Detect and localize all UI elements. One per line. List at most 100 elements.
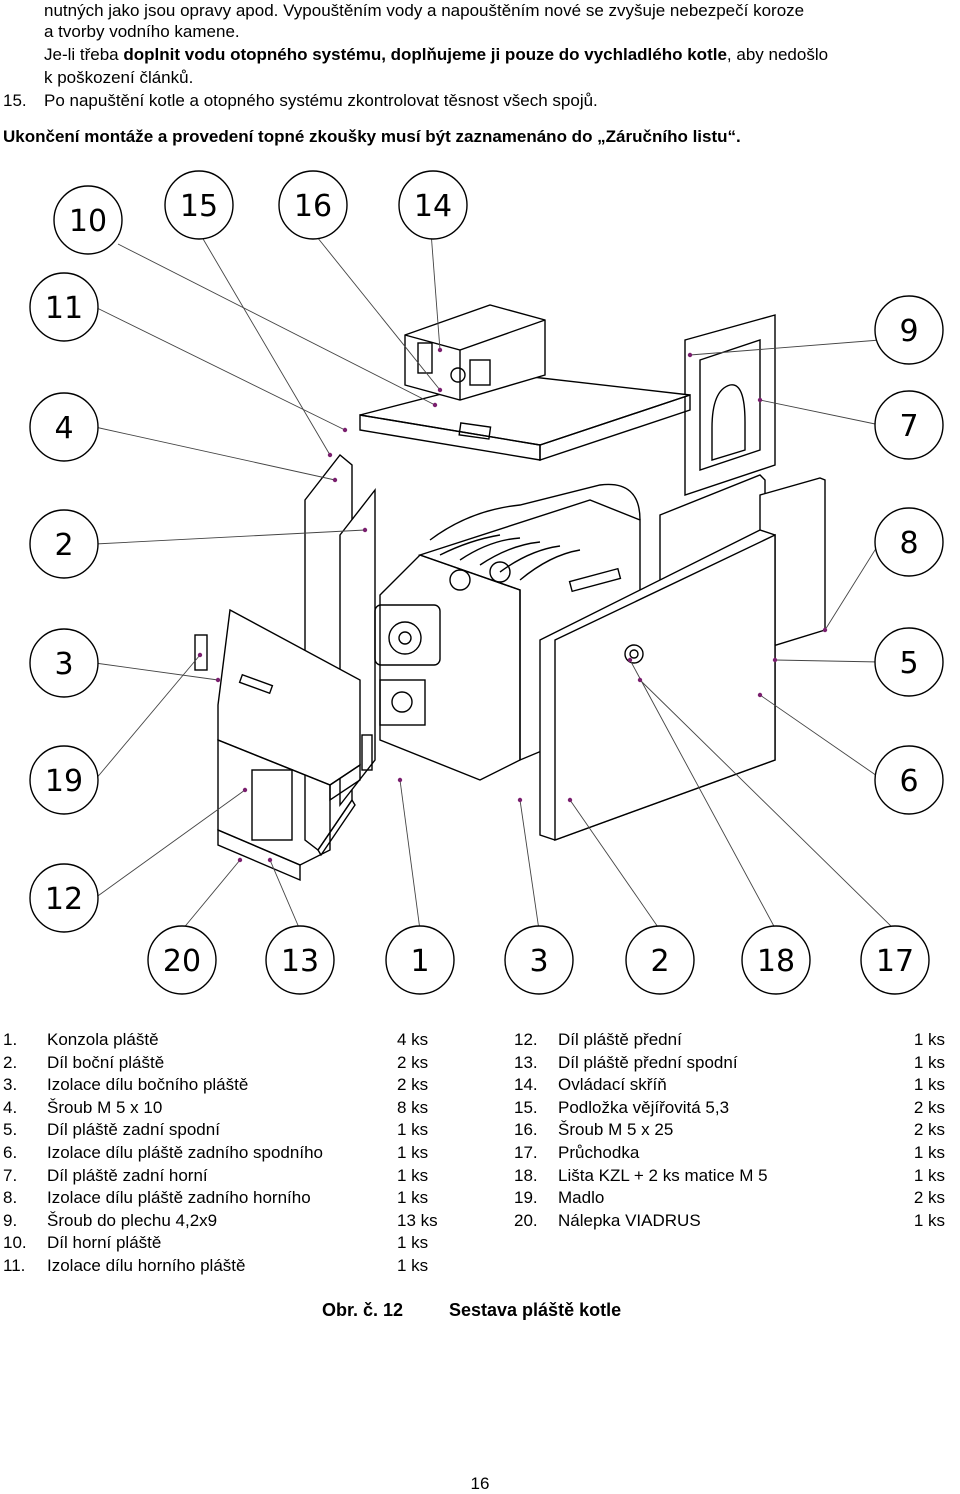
part-name: Nálepka VIADRUS [558, 1210, 701, 1230]
svg-text:2: 2 [650, 944, 669, 979]
part-quantity: 8 ks [397, 1097, 429, 1117]
callout-9: 9 [874, 295, 944, 365]
callout-17: 17 [860, 925, 930, 995]
part-name: Izolace dílu pláště zadního spodního [47, 1142, 323, 1162]
part-quantity: 1 ks [913, 1210, 945, 1230]
part-quantity: 2 ks [397, 1075, 429, 1095]
part-name: Díl boční pláště [47, 1052, 165, 1072]
part-name: Díl pláště zadní spodní [47, 1120, 220, 1140]
part-number: 11. [3, 1255, 26, 1275]
callout-13: 13 [265, 925, 335, 995]
part-name: Díl pláště přední [558, 1030, 682, 1049]
part-name: Šroub do plechu 4,2x9 [47, 1210, 218, 1230]
part-name: Šroub M 5 x 10 [47, 1097, 163, 1117]
paragraph-line: Je-li třeba doplnit vodu otopného systém… [44, 44, 828, 65]
parts-list-item: 6. Izolace dílu pláště zadního spodního 1 … [3, 1142, 453, 1165]
part-number: 5. [3, 1120, 18, 1140]
callout-18: 18 [741, 925, 811, 995]
svg-text:2: 2 [54, 528, 73, 563]
part-quantity: 1 ks [913, 1165, 945, 1185]
svg-text:3: 3 [54, 647, 73, 682]
svg-text:1: 1 [410, 944, 429, 979]
part-name: Lišta KZL + 2 ks matice M 5 [558, 1165, 768, 1185]
svg-text:11: 11 [45, 291, 83, 326]
svg-text:12: 12 [45, 882, 83, 917]
paragraph-text: Je-li třeba [44, 45, 124, 64]
callout-16: 16 [278, 170, 348, 240]
part-name: Izolace dílu bočního pláště [47, 1075, 249, 1095]
callout-4: 4 [29, 392, 99, 462]
part-name: Madlo [558, 1188, 605, 1208]
svg-text:20: 20 [163, 944, 201, 979]
part-name: Ovládací skříň [558, 1075, 667, 1095]
part-number: 7. [3, 1165, 18, 1185]
part-quantity: 1 ks [913, 1030, 945, 1049]
part-quantity: 1 ks [397, 1142, 429, 1162]
part-name: Podložka vějířovitá 5,3 [558, 1097, 730, 1117]
part-number: 8. [3, 1188, 18, 1208]
part-number: 18. [514, 1165, 538, 1185]
part-name: Díl pláště zadní horní [47, 1165, 208, 1185]
part-name: Izolace dílu horního pláště [47, 1255, 246, 1275]
part-quantity: 4 ks [397, 1030, 429, 1049]
callout-5: 5 [874, 627, 944, 697]
part-name: Izolace dílu pláště zadního horního [47, 1188, 311, 1208]
part-number: 16. [514, 1120, 538, 1140]
callout-8: 8 [874, 507, 944, 577]
part-number: 9. [3, 1210, 18, 1230]
callout-19: 19 [29, 745, 99, 815]
part-quantity: 1 ks [397, 1233, 429, 1253]
svg-text:4: 4 [54, 411, 73, 446]
part-number: 14. [514, 1075, 538, 1095]
part-number: 10. [3, 1233, 27, 1253]
part-quantity: 2 ks [913, 1188, 945, 1208]
page-number: 16 [470, 1474, 490, 1493]
callout-3-bottom: 3 [504, 925, 574, 995]
list-item-number: 15. [3, 91, 27, 110]
part-quantity: 1 ks [913, 1075, 945, 1095]
grommet [624, 644, 644, 664]
parts-list-item: 18. Lišta KZL + 2 ks matice M 5 1 ks [514, 1165, 949, 1188]
svg-text:14: 14 [414, 189, 452, 224]
callout-3: 3 [29, 628, 99, 698]
callout-2: 2 [29, 509, 99, 579]
callout-2-bottom: 2 [625, 925, 695, 995]
callout-10: 10 [53, 185, 123, 255]
svg-text:17: 17 [876, 944, 914, 979]
parts-list-item: 3. Izolace dílu bočního pláště 2 ks [3, 1074, 453, 1097]
parts-list-item: 5. Díl pláště zadní spodní 1 ks [3, 1119, 453, 1142]
svg-text:6: 6 [899, 764, 918, 799]
part-quantity: 1 ks [397, 1120, 429, 1140]
part-number: 3. [3, 1075, 18, 1095]
parts-list-item: 12. Díl pláště přední 1 ks [514, 1029, 949, 1052]
diagram-artwork [194, 304, 826, 882]
exploded-assembly-diagram: 10 15 16 14 11 4 2 3 19 12 9 7 8 5 6 20 … [29, 170, 944, 995]
part-number: 12. [514, 1030, 538, 1049]
part-number: 1. [3, 1030, 18, 1049]
part-number: 6. [3, 1142, 18, 1162]
callout-14: 14 [398, 170, 468, 240]
part-quantity: 2 ks [913, 1097, 945, 1117]
svg-text:3: 3 [529, 944, 548, 979]
svg-text:18: 18 [757, 944, 795, 979]
callout-7: 7 [874, 390, 944, 460]
svg-text:15: 15 [180, 189, 218, 224]
callout-20: 20 [147, 925, 217, 995]
part-number: 4. [3, 1097, 18, 1117]
list-item-text: Po napuštění kotle a otopného systému zk… [44, 91, 598, 110]
control-box [404, 304, 546, 401]
callout-12: 12 [29, 863, 99, 933]
svg-text:16: 16 [294, 189, 332, 224]
paragraph-line: a tvorby vodního kamene. [44, 22, 240, 41]
svg-text:10: 10 [69, 204, 107, 239]
paragraph-line: nutných jako jsou opravy apod. Vypouštěn… [44, 1, 805, 20]
figure-number: Obr. č. 12 [322, 1300, 404, 1320]
